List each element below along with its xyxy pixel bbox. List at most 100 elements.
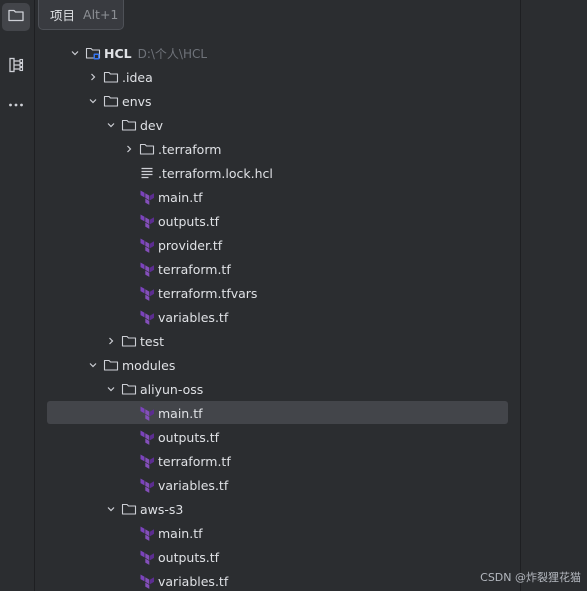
tree-row[interactable]: HCL D:\个人\HCL: [35, 41, 520, 65]
tree-item-label: variables.tf: [158, 477, 229, 493]
tree-row[interactable]: variables.tf: [35, 305, 520, 329]
tree-item-label: terraform.tfvars: [158, 285, 258, 301]
chevron-spacer: [121, 213, 137, 229]
text-file-icon: [139, 165, 155, 181]
folder-icon: [139, 141, 155, 157]
terraform-icon: [139, 453, 155, 469]
chevron-spacer: [121, 429, 137, 445]
terraform-icon: [139, 309, 155, 325]
folder-icon: [121, 333, 137, 349]
tooltip: 项目 Alt+1: [38, 0, 124, 30]
project-path: D:\个人\HCL: [137, 46, 208, 61]
chevron-spacer: [121, 549, 137, 565]
tree-row[interactable]: .idea: [35, 65, 520, 89]
tree-item-label: HCL: [104, 45, 132, 61]
terraform-icon: [139, 429, 155, 445]
tree-item-label: provider.tf: [158, 237, 223, 253]
more-tools-button[interactable]: [2, 93, 30, 121]
tree-row[interactable]: outputs.tf: [35, 425, 520, 449]
terraform-icon: [139, 261, 155, 277]
chevron-right-icon[interactable]: [103, 333, 119, 349]
tree-item-label: terraform.tf: [158, 453, 231, 469]
more-icon: [7, 96, 25, 118]
folder-icon: [121, 381, 137, 397]
terraform-icon: [139, 213, 155, 229]
terraform-icon: [139, 405, 155, 421]
tree-row[interactable]: .terraform: [35, 137, 520, 161]
tree-item-label: outputs.tf: [158, 213, 220, 229]
tooltip-title: 项目: [50, 8, 76, 23]
module-folder-icon: [85, 45, 101, 61]
tree-item-label: test: [140, 333, 165, 349]
tree-row[interactable]: main.tf: [35, 521, 520, 545]
tree-item-label: .terraform: [158, 141, 222, 157]
chevron-down-icon[interactable]: [67, 45, 83, 61]
tree-item-label: envs: [122, 93, 152, 109]
project-tree: HCL D:\个人\HCL .idea envs dev .terraform .terra…: [35, 41, 520, 591]
terraform-icon: [139, 237, 155, 253]
tree-item-label: terraform.tf: [158, 261, 231, 277]
terraform-icon: [139, 189, 155, 205]
chevron-down-icon[interactable]: [85, 357, 101, 373]
chevron-right-icon[interactable]: [121, 141, 137, 157]
terraform-icon: [139, 549, 155, 565]
tree-item-label: modules: [122, 357, 176, 373]
chevron-down-icon[interactable]: [103, 381, 119, 397]
tree-row[interactable]: variables.tf: [35, 569, 520, 591]
tool-window-strip: [0, 0, 35, 591]
chevron-spacer: [121, 453, 137, 469]
tree-row[interactable]: envs: [35, 89, 520, 113]
chevron-spacer: [121, 285, 137, 301]
folder-icon: [103, 357, 119, 373]
tree-row[interactable]: dev: [35, 113, 520, 137]
chevron-down-icon[interactable]: [85, 93, 101, 109]
selection-highlight: [47, 401, 508, 424]
tree-row[interactable]: terraform.tf: [35, 449, 520, 473]
tree-item-label: outputs.tf: [158, 549, 220, 565]
folder-icon: [121, 501, 137, 517]
chevron-spacer: [121, 165, 137, 181]
chevron-spacer: [121, 525, 137, 541]
tree-row[interactable]: terraform.tfvars: [35, 281, 520, 305]
tree-item-label: main.tf: [158, 405, 203, 421]
tree-row[interactable]: outputs.tf: [35, 209, 520, 233]
terraform-icon: [139, 477, 155, 493]
tree-item-label: .idea: [122, 69, 153, 85]
tree-row[interactable]: aliyun-oss: [35, 377, 520, 401]
tree-row[interactable]: .terraform.lock.hcl: [35, 161, 520, 185]
tree-item-label: variables.tf: [158, 309, 229, 325]
terraform-icon: [139, 525, 155, 541]
tree-row[interactable]: test: [35, 329, 520, 353]
tree-item-label: .terraform.lock.hcl: [158, 165, 273, 181]
project-tool-button[interactable]: [2, 3, 30, 31]
tree-item-label: aws-s3: [140, 501, 184, 517]
tree-row[interactable]: main.tf: [35, 185, 520, 209]
tree-item-label: main.tf: [158, 525, 203, 541]
terraform-icon: [139, 285, 155, 301]
tree-item-label: outputs.tf: [158, 429, 220, 445]
structure-icon: [7, 56, 25, 78]
watermark: CSDN @炸裂狸花猫: [480, 571, 581, 584]
chevron-down-icon[interactable]: [103, 117, 119, 133]
folder-icon: [103, 93, 119, 109]
tree-row[interactable]: aws-s3: [35, 497, 520, 521]
tree-item-label: variables.tf: [158, 573, 229, 589]
chevron-spacer: [121, 309, 137, 325]
chevron-spacer: [121, 261, 137, 277]
folder-icon: [103, 69, 119, 85]
tree-row[interactable]: main.tf: [35, 401, 520, 425]
panel-divider: [520, 0, 521, 591]
tree-row[interactable]: terraform.tf: [35, 257, 520, 281]
chevron-down-icon[interactable]: [103, 501, 119, 517]
chevron-spacer: [121, 573, 137, 589]
terraform-icon: [139, 573, 155, 589]
tree-row[interactable]: variables.tf: [35, 473, 520, 497]
chevron-spacer: [121, 189, 137, 205]
tree-row[interactable]: provider.tf: [35, 233, 520, 257]
tree-row[interactable]: outputs.tf: [35, 545, 520, 569]
structure-tool-button[interactable]: [2, 53, 30, 81]
tree-item-label: dev: [140, 117, 164, 133]
tree-row[interactable]: modules: [35, 353, 520, 377]
chevron-right-icon[interactable]: [85, 69, 101, 85]
